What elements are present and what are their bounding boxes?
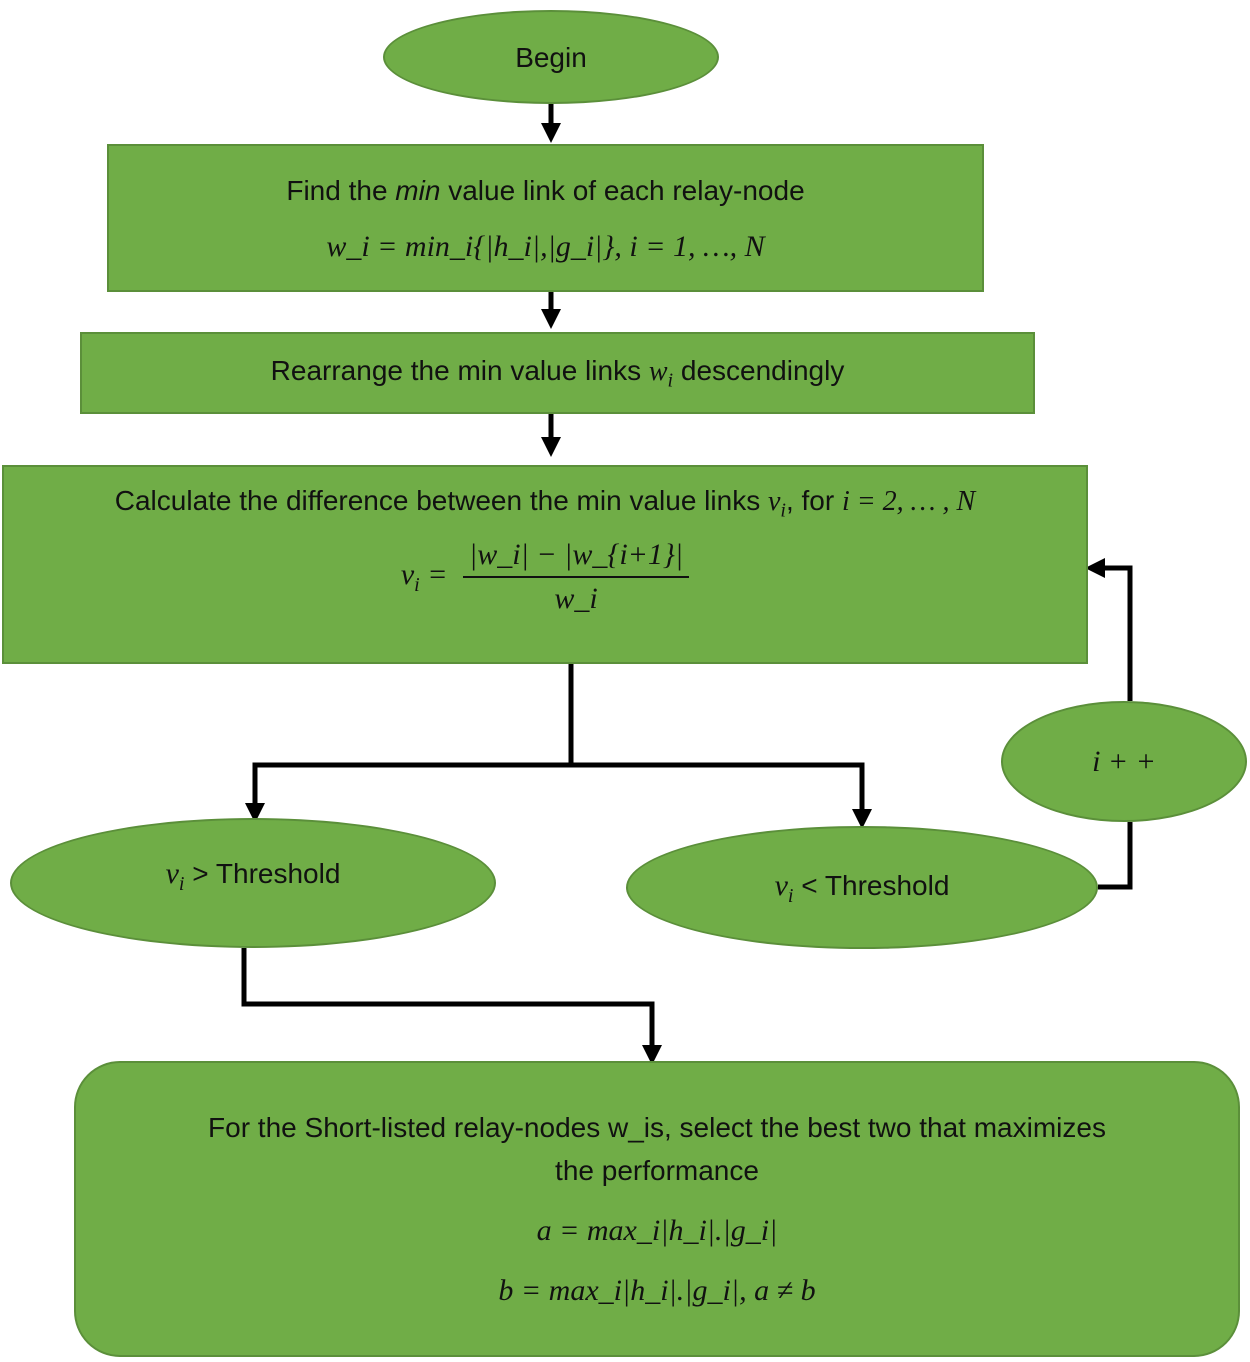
arrow-calculate-to-less bbox=[571, 762, 872, 830]
rearrange-box: Rearrange the min value links wi descend… bbox=[80, 332, 1035, 414]
less-threshold-label: vi < Threshold bbox=[774, 868, 950, 907]
select-line-1: For the Short-listed relay-nodes w_is, s… bbox=[208, 1112, 1106, 1143]
rearrange-label: Rearrange the min value links wi descend… bbox=[270, 354, 845, 392]
find-min-title: Find the min value link of each relay-no… bbox=[286, 174, 805, 206]
find-min-formula: w_i = min_i{|h_i|,|g_i|}, i = 1, …, N bbox=[326, 229, 765, 263]
less-threshold-node: vi < Threshold bbox=[626, 826, 1098, 949]
calculate-box: Calculate the difference between the min… bbox=[2, 465, 1088, 664]
formula-b: b = max_i|h_i|.|g_i|, a ≠ b bbox=[498, 1274, 816, 1307]
arrow-greater-to-select bbox=[241, 948, 662, 1066]
loop-increment-to-calculate bbox=[1084, 558, 1133, 701]
increment-label: i + + bbox=[1092, 744, 1156, 778]
fraction: |w_i| − |w_{i+1}|w_i bbox=[462, 538, 690, 616]
select-box: For the Short-listed relay-nodes w_is, s… bbox=[74, 1061, 1240, 1357]
greater-threshold-label: vi > Threshold bbox=[165, 857, 341, 895]
calculate-formula: vi = |w_i| − |w_{i+1}|w_i bbox=[401, 538, 690, 616]
find-min-box: Find the min value link of each relay-no… bbox=[107, 144, 984, 292]
formula-a: a = max_i|h_i|.|g_i| bbox=[536, 1214, 778, 1247]
loop-less-to-increment bbox=[1098, 822, 1133, 890]
greater-threshold-node: vi > Threshold bbox=[10, 818, 496, 948]
calculate-title: Calculate the difference between the min… bbox=[114, 485, 976, 522]
begin-label: Begin bbox=[515, 41, 587, 73]
begin-node: Begin bbox=[383, 10, 719, 104]
arrow-calculate-to-greater bbox=[245, 664, 574, 824]
select-line-2: the performance bbox=[555, 1155, 759, 1186]
increment-node: i + + bbox=[1001, 701, 1247, 822]
